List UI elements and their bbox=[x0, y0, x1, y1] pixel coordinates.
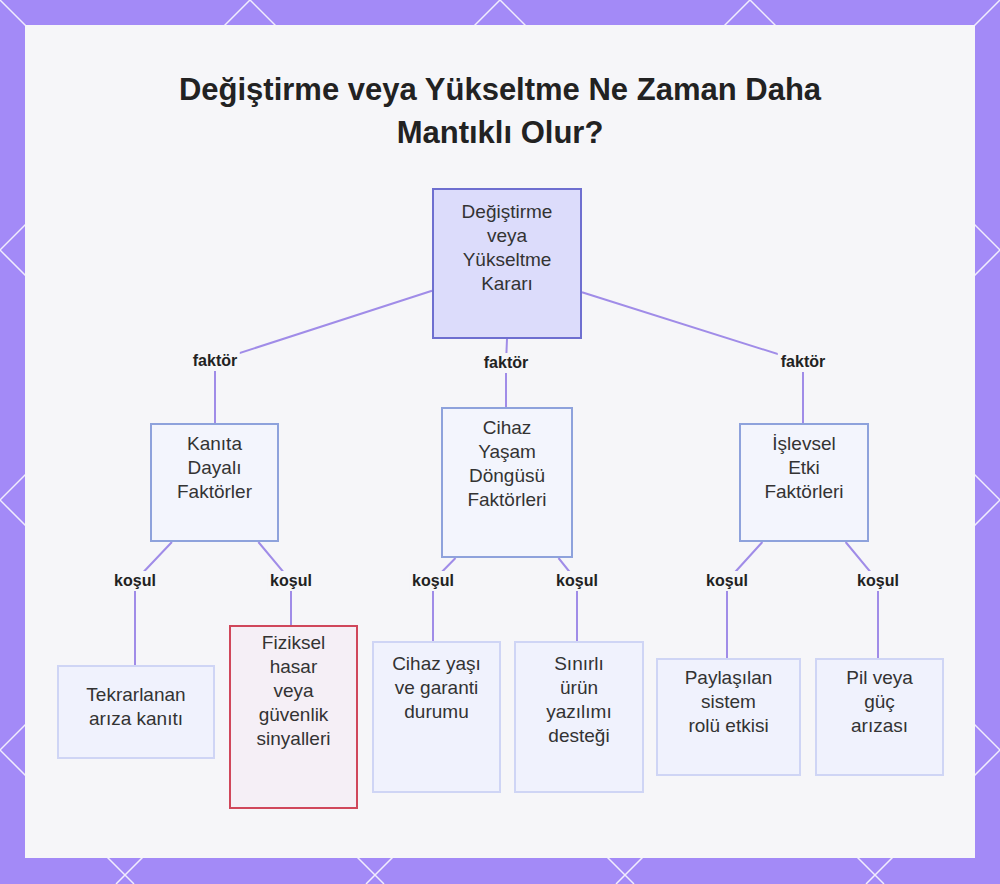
factor-box: Cihaz yaşı ve garanti durumu bbox=[372, 641, 501, 793]
node-text: Fiziksel hasar veya güvenlik sinyalleri bbox=[251, 631, 336, 751]
edge-label: koşul bbox=[111, 571, 159, 591]
factor-box: Kanıta Dayalı Faktörler bbox=[150, 423, 279, 542]
node-text: Değiştirme veya Yükseltme Kararı bbox=[457, 200, 557, 296]
node-text: Sınırlı ürün yazılımı desteği bbox=[539, 652, 619, 748]
factor-box: İşlevsel Etki Faktörleri bbox=[739, 423, 869, 542]
title-text: Değiştirme veya Yükseltme Ne Zaman Daha … bbox=[179, 72, 821, 150]
factor-box: Fiziksel hasar veya güvenlik sinyalleri bbox=[229, 625, 358, 809]
edge-label: koşul bbox=[553, 571, 601, 591]
edge-label: koşul bbox=[409, 571, 457, 591]
node-text: Cihaz yaşı ve garanti durumu bbox=[389, 652, 484, 724]
node-text: İşlevsel Etki Faktörleri bbox=[759, 432, 849, 504]
edge-label: koşul bbox=[703, 571, 751, 591]
node-text: Kanıta Dayalı Faktörler bbox=[167, 432, 262, 504]
connector-line bbox=[215, 291, 432, 423]
node-text: Cihaz Yaşam Döngüsü Faktörleri bbox=[460, 416, 555, 512]
factor-box: Sınırlı ürün yazılımı desteği bbox=[514, 641, 644, 793]
edge-label: faktör bbox=[190, 351, 240, 371]
content-panel bbox=[25, 25, 975, 858]
connector-line bbox=[135, 542, 172, 665]
edge-label: faktör bbox=[481, 353, 531, 373]
diagram-title: Değiştirme veya Yükseltme Ne Zaman Daha … bbox=[150, 68, 850, 154]
decision-box: Değiştirme veya Yükseltme Kararı bbox=[432, 188, 582, 339]
edge-label: faktör bbox=[778, 352, 828, 372]
node-text: Tekrarlanan arıza kanıtı bbox=[74, 683, 199, 731]
connector-line bbox=[727, 542, 762, 658]
factor-box: Cihaz Yaşam Döngüsü Faktörleri bbox=[441, 407, 573, 558]
connector-line bbox=[506, 339, 507, 407]
factor-box: Paylaşılan sistem rolü etkisi bbox=[656, 658, 801, 776]
edge-label: koşul bbox=[267, 571, 315, 591]
factor-box: Tekrarlanan arıza kanıtı bbox=[57, 665, 215, 759]
edge-label: koşul bbox=[854, 571, 902, 591]
node-text: Pil veya güç arızası bbox=[840, 666, 920, 738]
node-text: Paylaşılan sistem rolü etkisi bbox=[685, 666, 773, 738]
factor-box: Pil veya güç arızası bbox=[815, 658, 944, 776]
connector-line bbox=[582, 292, 803, 423]
connector-line bbox=[846, 542, 878, 658]
